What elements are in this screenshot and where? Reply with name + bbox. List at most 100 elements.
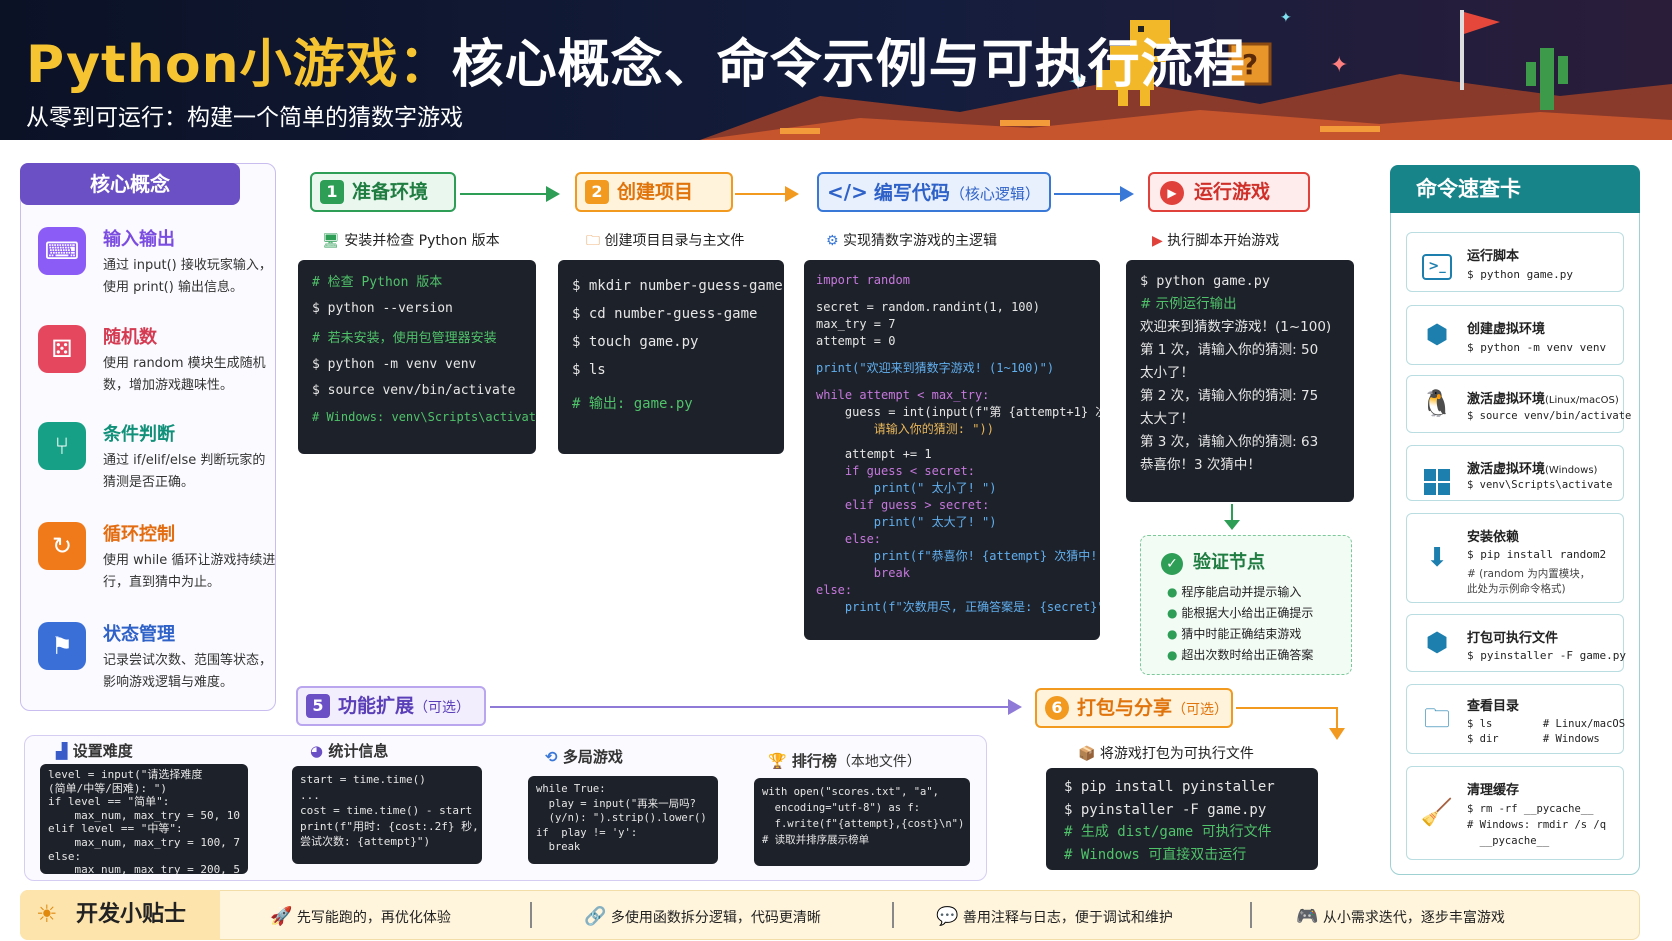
concepts-heading: 核心概念: [20, 163, 240, 205]
windows-icon: [1419, 455, 1455, 495]
verify-item: ● 猜中时能正确结束游戏: [1167, 627, 1302, 641]
quickref-card: 🗀查看目录$ ls # Linux/macOS $ dir # Windows: [1406, 684, 1625, 754]
quickref-card: 激活虚拟环境(Windows)$ venv\Scripts\activate: [1406, 445, 1624, 501]
step-4-run-game: ▶运行游戏: [1148, 172, 1310, 212]
step-3-desc: ⚙ 实现猜数字游戏的主逻辑: [826, 233, 998, 249]
ext-difficulty-title: ▟ 设置难度: [56, 742, 133, 760]
step-4-desc: ▶ 执行脚本开始游戏: [1152, 233, 1280, 249]
download-icon: ⬇: [1426, 543, 1448, 573]
concept-title: 状态管理: [103, 624, 175, 645]
concept-desc: 通过 if/elif/else 判断玩家的猜测是否正确。: [103, 453, 266, 490]
cactus-icon: [1526, 48, 1568, 110]
step-6-desc: 📦 将游戏打包为可执行文件: [1078, 746, 1254, 762]
sparkle-icon: ✦: [1330, 53, 1348, 78]
concept-desc: 记录尝试次数、范围等状态，影响游戏逻辑与难度。: [103, 653, 273, 690]
quickref-heading: 命令速查卡: [1390, 165, 1640, 213]
verify-item: ● 能根据大小给出正确提示: [1167, 606, 1314, 620]
quickref-card: ⬢打包可执行文件$ pyinstaller -F game.py: [1406, 614, 1626, 672]
page-subtitle: 从零到可运行：构建一个简单的猜数字游戏: [26, 105, 463, 131]
quickref-card: ⬇安装依赖$ pip install random2# (random 为内置模…: [1406, 513, 1624, 603]
play-icon: ▶: [1152, 233, 1163, 249]
folder-icon: 🗀: [586, 233, 600, 249]
keyboard-icon: ⌨: [38, 227, 86, 275]
pixel-desert-scene: ? ✦ ✦ ✦: [700, 10, 1672, 140]
rocket-icon: 🚀: [270, 906, 293, 927]
question-block-icon: ?: [1228, 42, 1272, 86]
lightbulb-icon: ☀: [36, 900, 58, 928]
cube-icon: ⬢: [1425, 320, 1449, 350]
quickref-card: 🐧激活虚拟环境(Linux/macOS)$ source venv/bin/ac…: [1406, 375, 1631, 433]
page-title: Python小游戏：核心概念、命令示例与可执行流程: [26, 35, 1247, 95]
box-icon: 📦: [1078, 746, 1096, 762]
concept-desc: 使用 random 模块生成随机数，增加游戏趣味性。: [103, 356, 266, 393]
arrow-right: [735, 186, 799, 202]
broom-icon: 🧹: [1420, 798, 1454, 828]
code-run-output: $ python game.py# 示例运行输出欢迎来到猜数字游戏！(1~100…: [1126, 260, 1354, 502]
flag-icon: ⚑: [38, 622, 86, 670]
step-3-write-code: </>编写代码（核心逻辑）: [817, 172, 1051, 212]
verify-title: 验证节点: [1193, 552, 1265, 573]
verify-box: ✓ 验证节点 ● 程序能启动并提示输入 ● 能根据大小给出正确提示 ● 猜中时能正…: [1140, 535, 1352, 675]
arrow-right: [1054, 186, 1134, 202]
arrow-right: [490, 699, 1022, 715]
loop-icon: ↻: [38, 522, 86, 570]
gear-icon: ⚙: [826, 233, 839, 249]
folder-icon: 🗀: [1423, 704, 1450, 734]
flag-icon: [1460, 10, 1500, 90]
verify-item: ● 程序能启动并提示输入: [1167, 585, 1302, 599]
gamepad-icon: 🎮: [1296, 906, 1319, 927]
code-create-project: $ mkdir number-guess-game$ cd number-gue…: [558, 260, 784, 454]
ext-multi-round-title: ⟲ 多局游戏: [545, 748, 623, 766]
ext-leaderboard-title: 🏆 排行榜（本地文件）: [768, 752, 921, 770]
verify-item: ● 超出次数时给出正确答案: [1167, 648, 1314, 662]
quickref-card: ⬢创建虚拟环境$ python -m venv venv: [1406, 305, 1624, 365]
code-ext-difficulty: level = input("请选择难度 (简单/中等/困难): ") if l…: [40, 764, 248, 874]
package-icon: ⬢: [1425, 628, 1449, 658]
concept-title: 输入输出: [103, 229, 175, 250]
step-2-desc: 🗀 创建项目目录与主文件: [586, 233, 745, 249]
arrow-down: [1329, 728, 1345, 740]
branch-icon: ⑂: [38, 422, 86, 470]
check-circle-icon: ✓: [1161, 553, 1183, 575]
refresh-icon: ⟲: [545, 748, 558, 766]
code-prepare-env: # 检查 Python 版本$ python --version# 若未安装，使…: [298, 260, 536, 454]
computer-icon: 🖥: [322, 233, 340, 249]
code-ext-stats: start = time.time() ... cost = time.time…: [292, 766, 482, 864]
concept-desc: 使用 while 循环让游戏持续进行，直到猜中为止。: [103, 553, 276, 590]
sparkle-icon: ✦: [1068, 68, 1088, 96]
tips-heading: 开发小贴士: [20, 890, 220, 940]
terminal-icon: >_: [1419, 244, 1455, 280]
dino-icon: [1096, 20, 1170, 106]
tip-item: 💬 善用注释与日志，便于调试和维护: [936, 906, 1173, 927]
step-1-desc: 🖥 安装并检查 Python 版本: [322, 233, 500, 249]
svg-text:?: ?: [1242, 48, 1258, 81]
arrow-down: [1231, 504, 1233, 524]
bar-chart-icon: ▟: [56, 742, 68, 760]
pie-chart-icon: ◕: [310, 742, 324, 760]
svg-text:✦: ✦: [1280, 10, 1292, 26]
trophy-icon: 🏆: [768, 752, 787, 770]
tips-bar: [20, 890, 1640, 940]
concept-title: 条件判断: [103, 424, 175, 445]
arrow-right: [460, 186, 560, 202]
code-package: $ pip install pyinstaller$ pyinstaller -…: [1046, 768, 1318, 870]
ext-stats-title: ◕ 统计信息: [310, 742, 389, 760]
play-icon: ▶: [1160, 181, 1184, 205]
code-ext-leaderboard: with open("scores.txt", "a", encoding="u…: [754, 778, 970, 866]
linux-icon: 🐧: [1420, 389, 1454, 419]
code-ext-multi-round: while True: play = input("再来一局吗? (y/n): …: [528, 776, 718, 864]
header-banner: ? ✦ ✦ ✦ Python小游戏：核心概念、命令示例与可执行流程 从零到可运行…: [0, 0, 1672, 140]
concept-title: 循环控制: [103, 524, 175, 545]
concept-desc: 通过 input() 接收玩家输入，使用 print() 输出信息。: [103, 258, 272, 295]
dice-icon: ⚄: [38, 325, 86, 373]
link-icon: 🔗: [584, 906, 607, 927]
tip-item: 🔗 多使用函数拆分逻辑，代码更清晰: [584, 906, 821, 927]
tip-item: 🎮 从小需求迭代，逐步丰富游戏: [1296, 906, 1505, 927]
concept-title: 随机数: [103, 327, 157, 348]
tip-item: 🚀 先写能跑的，再优化体验: [270, 906, 451, 927]
